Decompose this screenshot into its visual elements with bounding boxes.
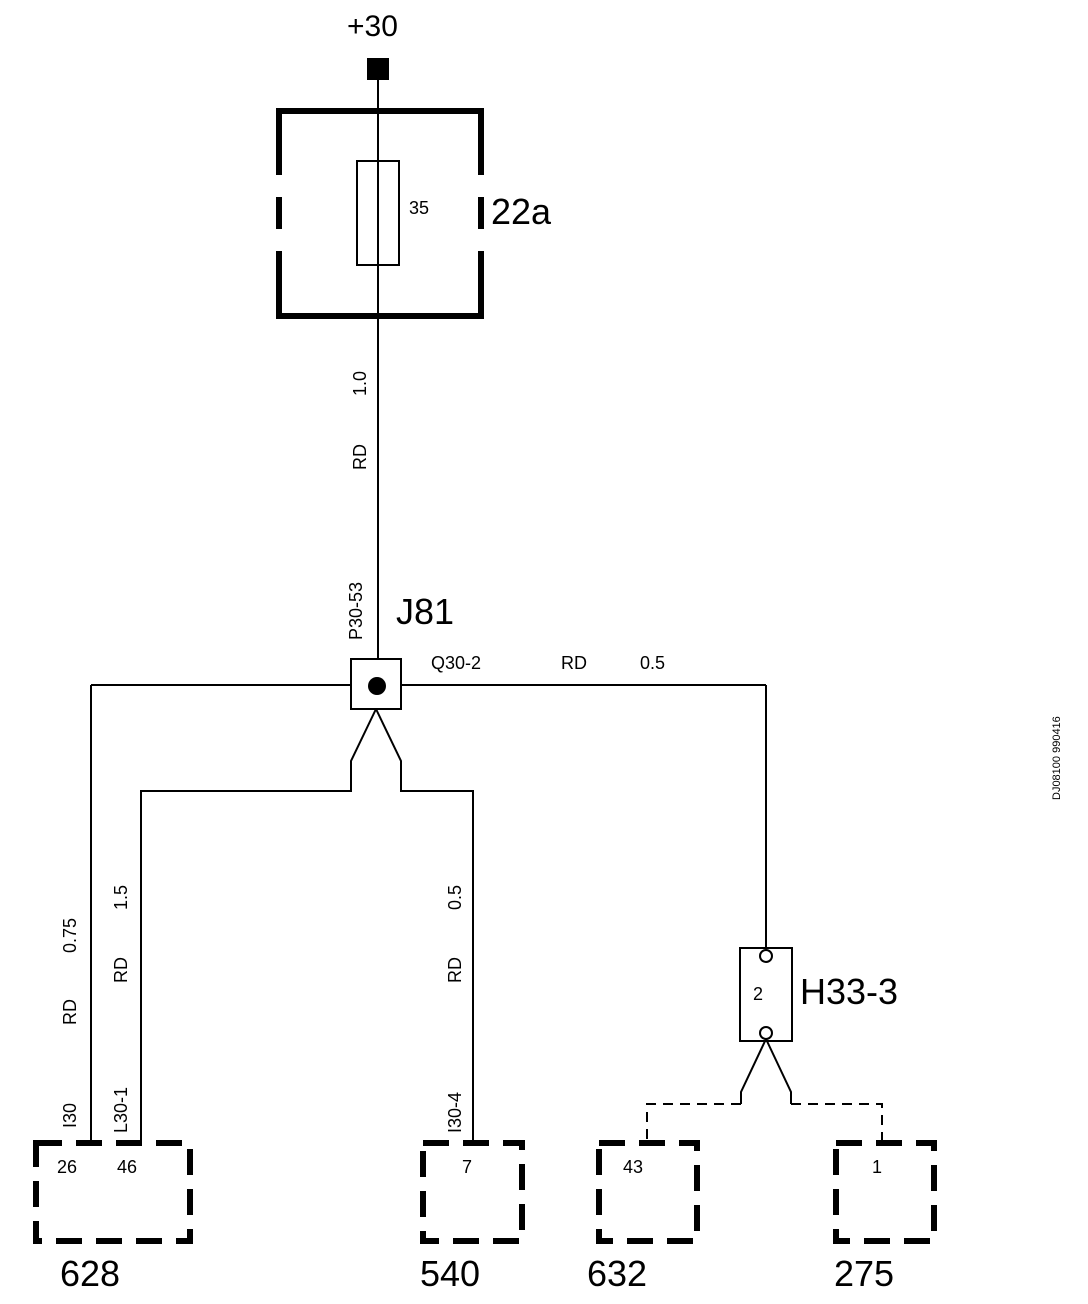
supply-terminal xyxy=(367,58,389,80)
connector-540-label: 540 xyxy=(420,1253,480,1294)
connector-628-pin-46: 46 xyxy=(117,1157,137,1177)
fuse-box xyxy=(276,108,484,319)
connector-628 xyxy=(33,1140,193,1244)
main-wire-size: 1.0 xyxy=(350,371,370,396)
h33-fork-left xyxy=(740,1038,767,1104)
branch-3-color: RD xyxy=(445,957,465,983)
splice-label: J81 xyxy=(396,591,454,632)
splice-dot xyxy=(368,677,386,695)
doc-id: DJ08100 990416 xyxy=(1051,716,1063,800)
branch-1-color: RD xyxy=(60,999,80,1025)
branch-2-wire-id: L30-1 xyxy=(111,1087,131,1133)
h33-pin-bottom xyxy=(759,1026,773,1040)
branch-3-size: 0.5 xyxy=(445,885,465,910)
connector-275-pin-1: 1 xyxy=(872,1157,882,1177)
branch-1-size: 0.75 xyxy=(60,918,80,953)
splice-in-wire-id: P30-53 xyxy=(346,582,366,640)
h33-fork-right xyxy=(765,1038,792,1104)
branch-1-wire-id: I30 xyxy=(60,1103,80,1128)
h33-pin-number: 2 xyxy=(753,984,763,1004)
right-branch-color: RD xyxy=(561,653,587,673)
dashed-wire-275 xyxy=(791,1103,883,1143)
fuse-rating: 35 xyxy=(409,198,429,218)
dashed-wire-632 xyxy=(646,1103,741,1143)
h33-label: H33-3 xyxy=(800,971,898,1012)
connector-632 xyxy=(596,1140,700,1244)
connector-540-pin-7: 7 xyxy=(462,1157,472,1177)
branch-2-size: 1.5 xyxy=(111,885,131,910)
connector-275-label: 275 xyxy=(834,1253,894,1294)
right-branch-size: 0.5 xyxy=(640,653,665,673)
connector-628-label: 628 xyxy=(60,1253,120,1294)
supply-label: +30 xyxy=(347,10,398,43)
fork-left-wire xyxy=(140,708,377,1143)
connector-632-label: 632 xyxy=(587,1253,647,1294)
connector-540 xyxy=(420,1140,525,1244)
main-wire-color: RD xyxy=(350,444,370,470)
h33-box xyxy=(739,947,793,1042)
branch-3-wire-id: I30-4 xyxy=(445,1092,465,1133)
branch-2-color: RD xyxy=(111,957,131,983)
connector-632-pin-43: 43 xyxy=(623,1157,643,1177)
connector-275 xyxy=(833,1140,937,1244)
fork-right-wire xyxy=(375,708,474,1143)
h33-pin-top xyxy=(759,949,773,963)
fuse-block-label: 22a xyxy=(491,191,552,232)
right-branch-wire-id: Q30-2 xyxy=(431,653,481,673)
connector-628-pin-26: 26 xyxy=(57,1157,77,1177)
